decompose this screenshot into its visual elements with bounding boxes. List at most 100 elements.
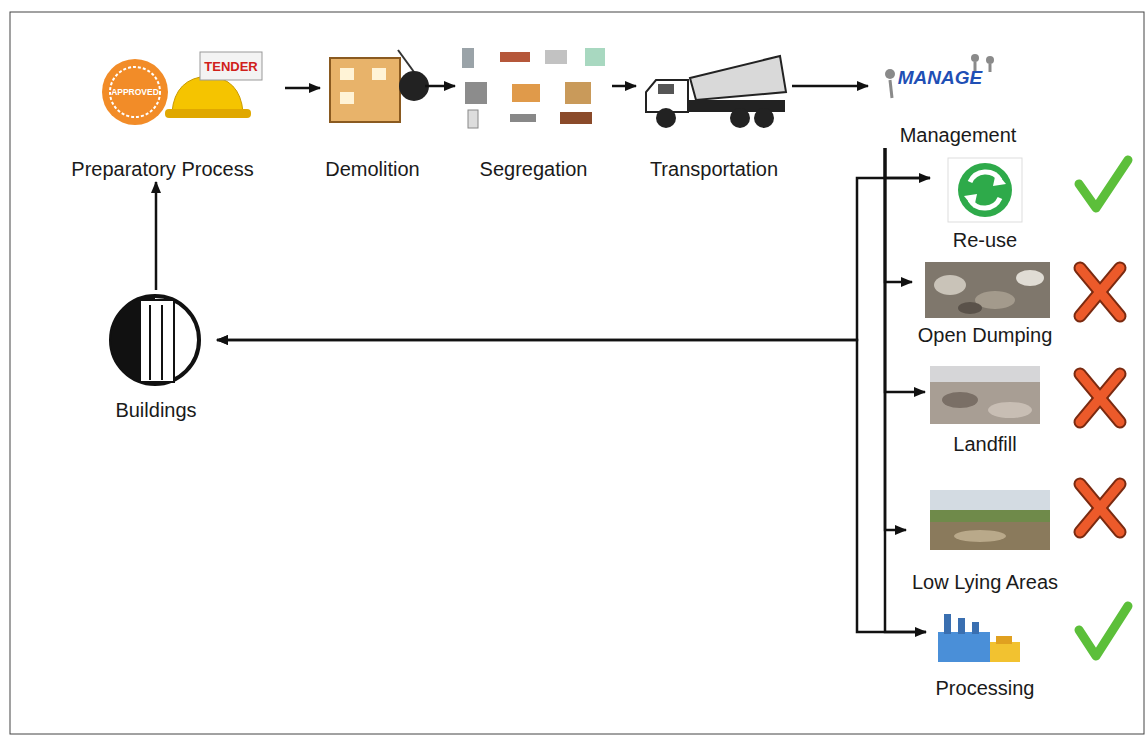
processing-icon (938, 614, 1020, 662)
step-label: Low Lying Areas (906, 571, 1064, 594)
material (510, 114, 536, 122)
icon-ring (111, 296, 199, 384)
cross-stroke (1080, 374, 1120, 422)
flow-arrow (885, 148, 906, 530)
step-label: Re-use (930, 229, 1040, 252)
truck-bed (690, 56, 786, 100)
cross-outline (1080, 268, 1120, 316)
truck-cab (646, 80, 688, 112)
good-option: Re-use (930, 150, 1040, 253)
debris (988, 402, 1032, 418)
cab-window (658, 84, 674, 94)
debris (934, 275, 966, 295)
material (462, 48, 474, 68)
chimney (972, 622, 979, 634)
window (340, 68, 354, 80)
icon-text: MANAGE (898, 67, 982, 89)
wheel (754, 108, 774, 128)
check-mark (1079, 606, 1128, 656)
step-label: Segregation (455, 158, 612, 181)
figure-head (986, 56, 994, 64)
flow-arrow (792, 85, 868, 88)
step-label: Open Dumping (912, 324, 1058, 347)
sky (930, 366, 1040, 382)
demolition-icon (330, 50, 429, 122)
figure-head (971, 54, 979, 62)
flow-arrow (612, 85, 636, 88)
cross-mark (1080, 484, 1120, 532)
wrecking-ball (399, 71, 429, 101)
chain (398, 50, 414, 72)
process-step: Transportation (636, 50, 792, 182)
recycle-icon (948, 158, 1022, 222)
tender-folder (200, 52, 262, 80)
process-step: Segregation (455, 42, 612, 182)
step-label: Transportation (636, 158, 792, 181)
window (372, 68, 386, 80)
product (990, 642, 1020, 662)
tower (140, 300, 174, 382)
recycle-disc (958, 163, 1012, 217)
step-label: Demolition (320, 158, 425, 181)
hard-hat (172, 76, 243, 112)
flow-arrow (885, 148, 925, 392)
sky (930, 490, 1050, 510)
step-label: Management (868, 124, 1048, 147)
check-mark (1079, 160, 1128, 208)
water (954, 530, 1006, 542)
icon-tile (948, 158, 1022, 222)
chimney (944, 614, 951, 634)
cross-outline (1080, 268, 1120, 316)
cross-outline (1080, 374, 1120, 422)
bad-option: Open Dumping (912, 258, 1058, 348)
management-icon (885, 54, 994, 98)
photo (930, 366, 1040, 424)
good-option: Processing (926, 605, 1044, 701)
figure-body (989, 64, 992, 72)
icon-text: APPROVED (111, 87, 159, 97)
cross-outline (1080, 484, 1120, 532)
frame-border (10, 12, 1144, 734)
low-lying-photo (930, 490, 1050, 550)
flow-arrow (217, 178, 930, 340)
product (996, 636, 1012, 644)
factory (938, 632, 990, 662)
cross-outline (1080, 374, 1120, 422)
grass (930, 510, 1050, 522)
step-label: Buildings (95, 399, 217, 422)
hat-brim (165, 109, 251, 118)
cross-stroke (1080, 268, 1120, 316)
management-step: Management (868, 48, 1048, 148)
cross-stroke (1080, 374, 1120, 422)
dump-truck-icon (646, 56, 786, 128)
flow-arrow (155, 182, 158, 290)
building-block (330, 58, 400, 122)
flow-arrow (425, 85, 455, 88)
flow-arrow (885, 148, 930, 178)
bad-option: Landfill (925, 360, 1045, 457)
material (585, 48, 605, 66)
buildings-node: Buildings (95, 290, 217, 423)
tower-line (149, 305, 151, 380)
wheel (730, 108, 750, 128)
figure-head (885, 69, 895, 79)
photo (930, 490, 1050, 550)
arrow-tip (964, 194, 977, 208)
flow-arrow (285, 87, 320, 90)
cross-mark (1080, 268, 1120, 316)
segregation-icon (462, 48, 605, 128)
bad-option: Low Lying Areas (906, 486, 1064, 595)
cross-outline (1080, 484, 1120, 532)
stamp-ring (110, 67, 160, 117)
flow-arrow (885, 148, 926, 632)
arrow-tip (993, 172, 1006, 186)
cross-stroke (1080, 484, 1120, 532)
window (340, 92, 354, 104)
material (545, 50, 567, 64)
material (565, 82, 591, 104)
icon-text: TENDER (204, 59, 257, 74)
cross-stroke (1080, 484, 1120, 532)
